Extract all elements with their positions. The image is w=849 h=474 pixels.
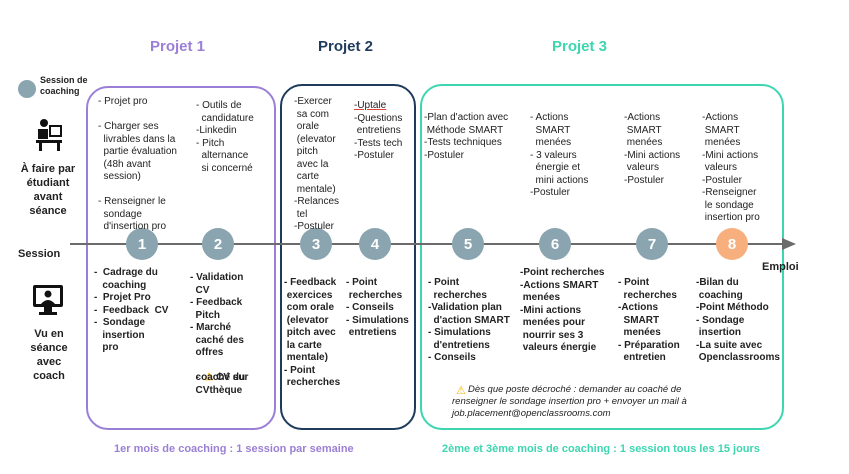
during-session-8: -Bilan du coaching -Point Méthodo - Sond…: [696, 277, 780, 363]
before-session-1: - Projet pro - Charger ses livrables dan…: [98, 96, 177, 232]
before-session-6: - Actions SMART menées - 3 valeurs énerg…: [530, 112, 589, 198]
note-warning-icon: ⚠: [456, 385, 466, 397]
student-desk-icon: [30, 116, 66, 152]
during-session-6: -Point recherches -Actions SMART menées …: [520, 267, 605, 353]
before-session-7: -Actions SMART menées -Mini actions vale…: [624, 112, 681, 186]
projet-3-panel: [420, 84, 784, 430]
session-circle-7: 7: [636, 228, 668, 260]
during-session-5: - Point recherches -Validation plan d'ac…: [428, 277, 510, 363]
session-circle-3: 3: [300, 228, 332, 260]
projet-3-title: Projet 3: [552, 38, 608, 55]
during-session-2-cv: - ⚠ CV du: [195, 372, 246, 383]
during-session-1: - Cadrage du coaching - Projet Pro - Fee…: [94, 267, 169, 353]
session-circle-2: 2: [202, 228, 234, 260]
during-session-4: - Point recherches - Conseils - Simulati…: [346, 277, 409, 338]
vu-en-seance-label: Vu en séance avec coach: [30, 328, 68, 382]
session-circle-5: 5: [452, 228, 484, 260]
during-session-3: - Feedback exercices com orale (elevator…: [284, 277, 341, 388]
before-session-2: - Outils de candidature -Linkedin - Pitc…: [196, 100, 254, 174]
emploi-label: Emploi: [762, 261, 799, 273]
before-session-4-uptale: -Uptale: [354, 100, 387, 111]
projet-2-panel: [280, 84, 416, 430]
a-faire-label: À faire par étudiant avant séance: [20, 163, 76, 217]
timeline-arrow-icon: [782, 238, 796, 250]
session-circle-1: 1: [126, 228, 158, 260]
cv-du-text: CV du: [216, 372, 246, 383]
session-legend-label: Session de coaching: [40, 75, 88, 96]
session-circle-8: 8: [716, 228, 748, 260]
video-call-icon: [30, 283, 66, 317]
session-circle-6: 6: [539, 228, 571, 260]
before-session-8: -Actions SMART menées -Mini actions vale…: [702, 112, 760, 223]
footer-second-third-month: 2ème et 3ème mois de coaching : 1 sessio…: [442, 443, 760, 455]
timeline-line: [70, 243, 785, 245]
warning-icon: ⚠: [204, 372, 214, 383]
before-session-3: -Exercer sa com orale (elevator pitch av…: [294, 96, 340, 232]
before-session-5: -Plan d'action avec Méthode SMART -Tests…: [424, 112, 509, 161]
during-session-2-rest: coaché sur CVthèque: [195, 372, 249, 396]
projet-1-title: Projet 1: [150, 38, 206, 55]
session-label: Session: [18, 248, 61, 260]
projet-1-panel: [86, 86, 276, 430]
footer-first-month: 1er mois de coaching : 1 session par sem…: [114, 443, 354, 455]
during-session-2: - Validation CV - Feedback Pitch - March…: [190, 272, 244, 358]
session-circle-4: 4: [359, 228, 391, 260]
during-session-7: - Point recherches -Actions SMART menées…: [618, 277, 680, 363]
projet-2-title: Projet 2: [318, 38, 374, 55]
before-session-4: -Questions entretiens -Tests tech -Postu…: [354, 112, 403, 162]
placement-note: Dès que poste décroché : demander au coa…: [452, 384, 687, 419]
session-legend-dot: [18, 80, 36, 98]
